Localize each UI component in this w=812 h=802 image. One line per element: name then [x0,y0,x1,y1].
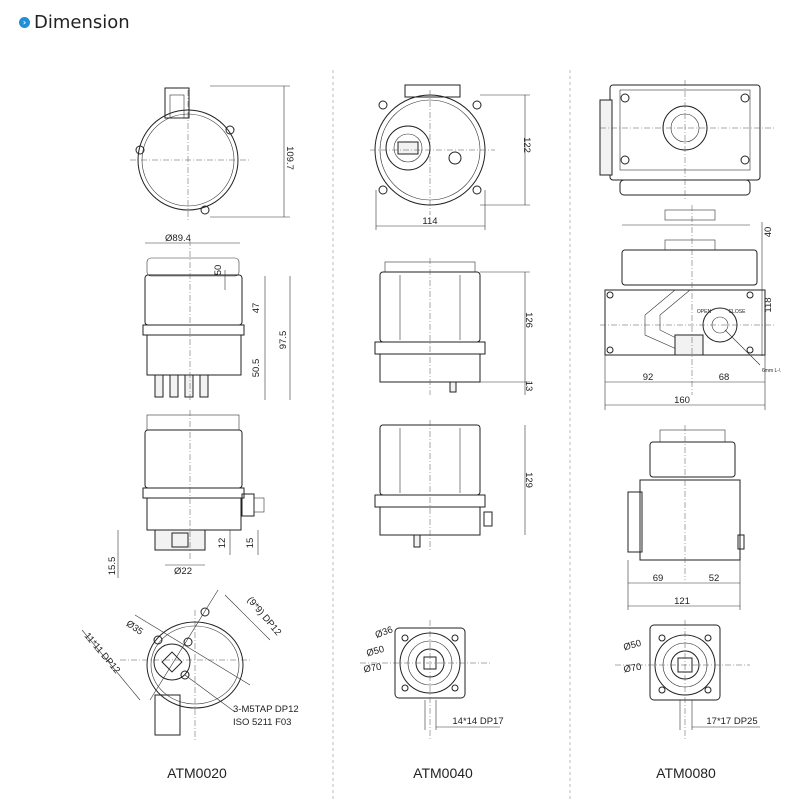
dim-label: 40 [763,227,774,238]
dim-label: 69 [653,573,664,584]
section-title: Dimension [34,12,130,33]
atm0040-drawing [360,84,530,740]
dim-label: 12 [217,538,228,549]
dim-label: 11*11 DP12 [82,631,122,676]
dim-label: Ø50 [365,644,385,659]
dim-label: 13 [523,381,534,392]
section-header: › Dimension [19,12,130,33]
dim-label: 68 [719,372,730,383]
chevron-right-circle-icon: › [19,17,30,28]
dim-label: 160 [674,395,690,406]
dim-label: Ø89.4 [165,233,191,244]
dim-label: Ø70 [363,662,383,676]
model-name: ATM0080 [656,765,716,781]
atm0080-drawing [599,80,775,740]
dim-label: 114 [422,216,437,227]
dim-label: 97.5 [278,331,289,350]
dim-label: 126 [523,312,534,328]
model-name: ATM0020 [167,765,227,781]
dim-label: 3-M5TAP DP12 [233,704,299,715]
dim-label: 50 [213,265,224,276]
dim-label: 92 [643,372,654,383]
dim-label: 118 [763,297,774,312]
dim-label: 47 [251,303,262,314]
model-name: ATM0040 [413,765,473,781]
dim-label: 121 [674,596,690,607]
dim-label: Ø70 [623,662,643,676]
dim-label: 52 [709,573,720,584]
dim-label: (9*9) DP12 [245,595,284,638]
open-label: OPEN [697,309,712,315]
atm0020-drawing [81,85,291,740]
dim-label: 50.5 [251,359,262,378]
dim-label: 122 [521,137,532,153]
dim-label: Ø35 [124,618,145,637]
dim-label: Ø36 [374,624,395,640]
dim-label: Ø22 [174,566,192,577]
dim-label: 17*17 DP25 [706,716,757,727]
dim-label: ISO 5211 F03 [233,717,291,728]
dim-label: 109.7 [284,146,295,170]
dim-label: 6mm L-\ [762,368,781,374]
dim-label: 14*14 DP17 [452,716,503,727]
dim-label: 15.5 [107,557,118,576]
dim-label: 15 [245,538,256,549]
dim-label: 129 [523,472,534,488]
close-label: CLOSE [729,309,747,315]
dim-label: Ø50 [622,638,642,653]
